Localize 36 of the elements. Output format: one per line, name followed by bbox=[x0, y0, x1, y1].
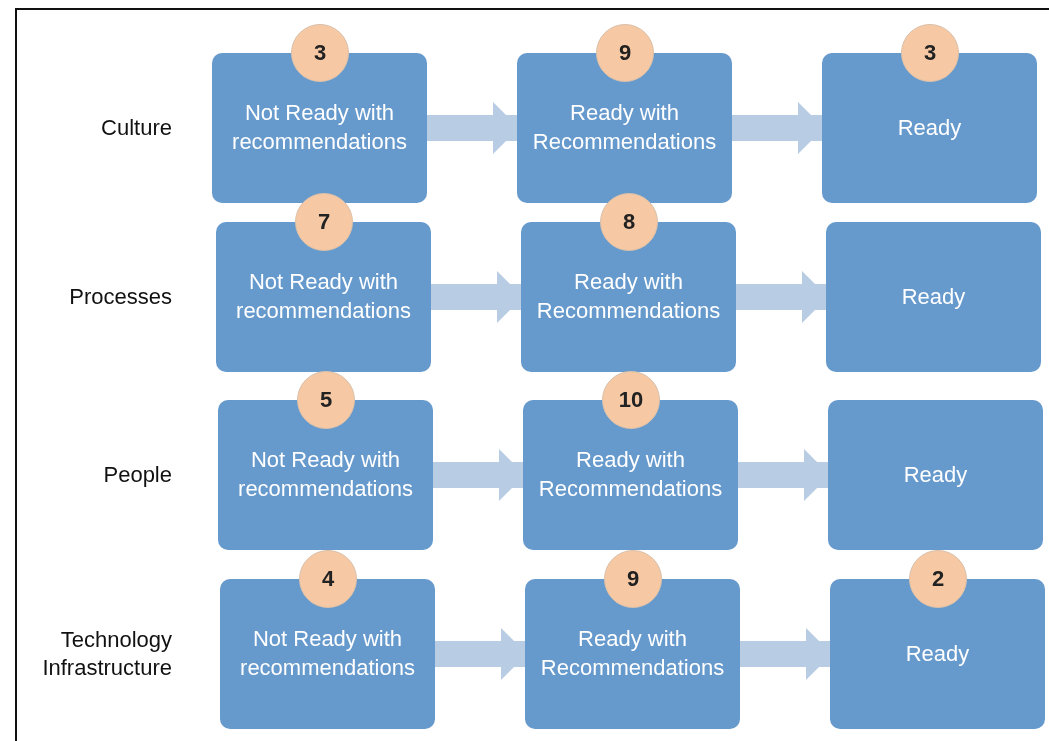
status-text: Not Ready with recommendations bbox=[235, 268, 412, 325]
block-arrow bbox=[433, 449, 525, 501]
block-arrow bbox=[740, 628, 832, 680]
block-arrow bbox=[435, 628, 527, 680]
status-box bbox=[826, 222, 1041, 372]
row-label: People bbox=[102, 460, 172, 489]
badge-number: 5 bbox=[319, 387, 333, 413]
status-text: Ready bbox=[904, 639, 971, 668]
status-box bbox=[828, 400, 1043, 550]
status-text: Not Ready with recommendations bbox=[239, 625, 416, 682]
status-text: Ready bbox=[900, 282, 967, 311]
block-arrow bbox=[732, 102, 824, 154]
row-label: Technology Infrastructure bbox=[41, 625, 172, 683]
badge-number: 9 bbox=[626, 566, 640, 592]
status-text: Ready bbox=[902, 460, 969, 489]
block-arrow bbox=[431, 271, 523, 323]
badge-number: 4 bbox=[321, 566, 335, 592]
block-arrow bbox=[736, 271, 828, 323]
badge-number: 3 bbox=[313, 40, 327, 66]
badge-number: 8 bbox=[622, 209, 636, 235]
row-label: Processes bbox=[68, 282, 172, 311]
row-label: Culture bbox=[100, 113, 172, 142]
badge-number: 9 bbox=[618, 40, 632, 66]
badge-number: 2 bbox=[931, 566, 945, 592]
block-arrow bbox=[427, 102, 519, 154]
status-text: Ready with Recommendations bbox=[535, 268, 722, 325]
badge-number: 10 bbox=[618, 387, 644, 413]
status-text: Not Ready with recommendations bbox=[231, 99, 408, 156]
status-text: Ready with Recommendations bbox=[539, 625, 726, 682]
block-arrow bbox=[738, 449, 830, 501]
status-text: Ready bbox=[896, 113, 963, 142]
badge-number: 7 bbox=[317, 209, 331, 235]
status-text: Ready with Recommendations bbox=[531, 99, 718, 156]
status-text: Ready with Recommendations bbox=[537, 446, 724, 503]
badge-number: 3 bbox=[923, 40, 937, 66]
status-text: Not Ready with recommendations bbox=[237, 446, 414, 503]
